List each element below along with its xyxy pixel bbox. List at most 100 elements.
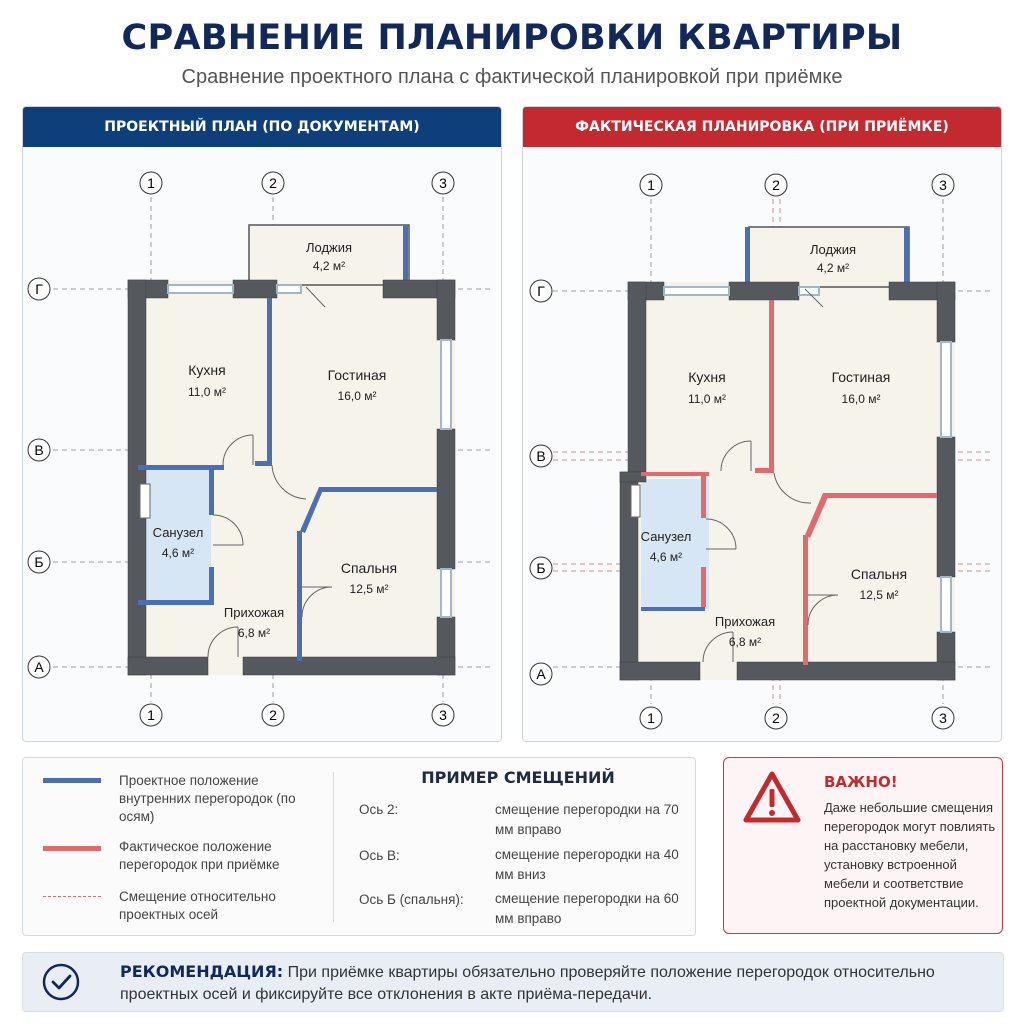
bedroom-area: 12,5 м² bbox=[350, 582, 389, 596]
actual-partitions bbox=[641, 300, 937, 665]
svg-text:1: 1 bbox=[147, 707, 155, 723]
doors bbox=[702, 288, 839, 663]
axis-marker-1-bottom: 1 bbox=[639, 706, 663, 730]
axis-marker-v: В bbox=[27, 438, 51, 462]
axis-marker-2-top: 2 bbox=[764, 173, 788, 197]
axis-marker-2-bottom: 2 bbox=[261, 703, 285, 727]
axis-markers: 1 2 3 1 2 3 Г В Б А bbox=[529, 173, 955, 730]
toilet bbox=[139, 483, 151, 519]
actual-floor-plan: 1 2 3 1 2 3 Г В Б А bbox=[529, 173, 993, 730]
actual-plan-panel: ФАКТИЧЕСКАЯ ПЛАНИРОВКА (ПРИ ПРИЁМКЕ) 1 2… bbox=[522, 106, 1002, 742]
svg-text:3: 3 bbox=[939, 177, 947, 193]
svg-text:А: А bbox=[536, 666, 546, 682]
bathroom-name: Санузел bbox=[153, 525, 204, 540]
shift-axis-v: Ось В: bbox=[359, 848, 400, 863]
design-plan-panel: ПРОЕКТНЫЙ ПЛАН (ПО ДОКУМЕНТАМ) 1 2 3 1 2… bbox=[22, 106, 502, 742]
svg-text:3: 3 bbox=[439, 707, 447, 723]
svg-text:В: В bbox=[536, 448, 545, 464]
design-plan-header: ПРОЕКТНЫЙ ПЛАН (ПО ДОКУМЕНТАМ) bbox=[23, 107, 501, 147]
shift-desc-b: смещение перегородки на 60 мм вправо bbox=[495, 891, 679, 926]
page-subtitle: Сравнение проектного плана с фактической… bbox=[181, 66, 843, 88]
bedroom-area: 12,5 м² bbox=[860, 588, 899, 602]
shifts-title: ПРИМЕР СМЕЩЕНИЙ bbox=[421, 768, 615, 787]
svg-text:1: 1 bbox=[647, 710, 655, 726]
svg-text:2: 2 bbox=[269, 175, 277, 191]
svg-text:1: 1 bbox=[147, 175, 155, 191]
axis-marker-b: Б bbox=[27, 550, 51, 574]
legend-red-line bbox=[43, 846, 101, 851]
axis-marker-a: А bbox=[27, 655, 51, 679]
recommendation-text-block: РЕКОМЕНДАЦИЯ: При приёмке квартиры обяза… bbox=[120, 961, 990, 1006]
warning-icon bbox=[743, 771, 801, 823]
axis-marker-1-bottom: 1 bbox=[139, 703, 163, 727]
axis-marker-3-bottom: 3 bbox=[931, 706, 955, 730]
axis-marker-2-bottom: 2 bbox=[764, 706, 788, 730]
warning-text: Даже небольшие смещения перегородок могу… bbox=[824, 800, 996, 910]
living-name: Гостиная bbox=[832, 369, 891, 385]
loggia-area: 4,2 м² bbox=[313, 259, 345, 273]
shift-desc-2: смещение перегородки на 70 мм вправо bbox=[495, 802, 679, 837]
shift-desc-v: смещение перегородки на 40 мм вниз bbox=[495, 847, 679, 882]
hallway-area: 6,8 м² bbox=[238, 626, 270, 640]
design-partitions bbox=[138, 298, 437, 661]
exterior-walls bbox=[127, 279, 456, 676]
loggia-name: Лоджия bbox=[306, 240, 352, 255]
axis-marker-b: Б bbox=[529, 556, 553, 580]
axis-marker-g: Г bbox=[529, 279, 553, 303]
page-title: СРАВНЕНИЕ ПЛАНИРОВКИ КВАРТИРЫ bbox=[121, 18, 903, 58]
living-name: Гостиная bbox=[328, 367, 387, 383]
axis-marker-a: А bbox=[529, 662, 553, 686]
legend-box: Проектное положение внутренних перегород… bbox=[22, 757, 696, 936]
bathroom-area-label: 4,6 м² bbox=[650, 550, 682, 564]
legend-divider bbox=[333, 772, 334, 922]
axis-marker-g: Г bbox=[27, 277, 51, 301]
exterior-walls bbox=[619, 281, 956, 681]
doors bbox=[207, 286, 333, 658]
axis-markers: 1 2 3 1 2 3 Г В Б А bbox=[27, 171, 455, 727]
svg-text:Б: Б bbox=[34, 554, 43, 570]
svg-text:В: В bbox=[34, 442, 43, 458]
axis-marker-3-bottom: 3 bbox=[431, 703, 455, 727]
svg-text:2: 2 bbox=[772, 710, 780, 726]
axis-marker-v: В bbox=[529, 444, 553, 468]
shift-axis-2: Ось 2: bbox=[359, 802, 399, 817]
windows bbox=[663, 286, 952, 633]
room-labels: Лоджия 4,2 м² Кухня 11,0 м² Гостиная 16,… bbox=[641, 242, 907, 649]
warning-box: ВАЖНО! Даже небольшие смещения перегород… bbox=[723, 757, 1003, 934]
svg-text:Г: Г bbox=[35, 281, 43, 297]
living-area: 16,0 м² bbox=[338, 389, 377, 403]
bathroom-name: Санузел bbox=[641, 529, 692, 544]
warning-title: ВАЖНО! bbox=[824, 773, 898, 791]
svg-text:2: 2 bbox=[269, 707, 277, 723]
svg-text:3: 3 bbox=[939, 710, 947, 726]
bathroom-area bbox=[141, 470, 211, 602]
design-floor-plan: 1 2 3 1 2 3 Г В Б А bbox=[27, 171, 493, 727]
svg-text:Г: Г bbox=[537, 283, 545, 299]
bathroom-area-label: 4,6 м² bbox=[162, 546, 194, 560]
shift-axis-b: Ось Б (спальня): bbox=[359, 892, 464, 907]
recommendation-box: РЕКОМЕНДАЦИЯ: При приёмке квартиры обяза… bbox=[22, 952, 1004, 1012]
svg-text:2: 2 bbox=[772, 177, 780, 193]
hallway-name: Прихожая bbox=[715, 614, 775, 629]
svg-text:1: 1 bbox=[647, 177, 655, 193]
legend-dashed-line bbox=[43, 896, 101, 897]
actual-plan-header: ФАКТИЧЕСКАЯ ПЛАНИРОВКА (ПРИ ПРИЁМКЕ) bbox=[523, 107, 1001, 147]
bedroom-name: Спальня bbox=[851, 566, 907, 582]
axis-marker-3-top: 3 bbox=[431, 171, 455, 195]
loggia bbox=[248, 224, 410, 286]
hallway-area: 6,8 м² bbox=[729, 635, 761, 649]
bedroom-name: Спальня bbox=[341, 560, 397, 576]
kitchen-name: Кухня bbox=[688, 369, 725, 385]
kitchen-area: 11,0 м² bbox=[688, 392, 726, 406]
legend-blue-line bbox=[43, 778, 101, 783]
kitchen-name: Кухня bbox=[188, 362, 225, 378]
living-area: 16,0 м² bbox=[842, 392, 881, 406]
recommendation-label: РЕКОМЕНДАЦИЯ: bbox=[120, 962, 284, 981]
kitchen-area: 11,0 м² bbox=[188, 385, 226, 399]
axis-marker-3-top: 3 bbox=[931, 173, 955, 197]
loggia-area: 4,2 м² bbox=[817, 261, 849, 275]
hallway-name: Прихожая bbox=[224, 605, 284, 620]
windows bbox=[167, 284, 452, 618]
axis-marker-2-top: 2 bbox=[261, 171, 285, 195]
svg-text:А: А bbox=[34, 659, 44, 675]
